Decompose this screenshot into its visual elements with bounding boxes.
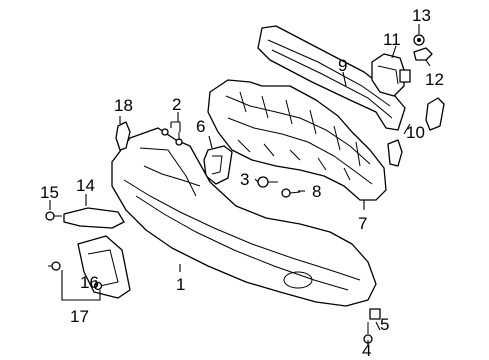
callout-8: 8 — [312, 182, 321, 201]
push-clip — [115, 121, 131, 151]
side-bracket-lower — [387, 139, 403, 167]
callout-1: 1 — [176, 275, 185, 294]
callout-14: 14 — [76, 176, 95, 195]
callout-5: 5 — [380, 315, 389, 334]
inner-bracket — [203, 145, 233, 185]
callout-18: 18 — [114, 96, 133, 115]
callout-10: 10 — [406, 123, 425, 142]
callout-9: 9 — [338, 56, 347, 75]
reinforcement-bar — [257, 25, 406, 131]
callout-6: 6 — [196, 117, 205, 136]
callout-labels: 1 2 3 4 5 6 7 8 9 10 11 12 13 14 15 16 1… — [40, 6, 444, 360]
callout-13: 13 — [412, 6, 431, 25]
callout-3: 3 — [240, 170, 249, 189]
callout-2: 2 — [172, 95, 181, 114]
retainer-clip — [413, 47, 433, 61]
bracket — [371, 53, 411, 97]
bumper-cover — [111, 127, 377, 307]
callout-11: 11 — [383, 30, 401, 49]
callout-17: 17 — [70, 307, 89, 326]
fasteners — [45, 128, 381, 344]
callout-12: 12 — [425, 70, 444, 89]
callout-4: 4 — [362, 341, 371, 360]
callout-7: 7 — [358, 214, 367, 233]
side-bracket — [425, 97, 445, 131]
callout-15: 15 — [40, 183, 59, 202]
callout-16: 16 — [80, 273, 99, 292]
energy-absorber — [207, 79, 387, 201]
leader-lines — [49, 24, 431, 346]
side-marker — [63, 207, 125, 229]
